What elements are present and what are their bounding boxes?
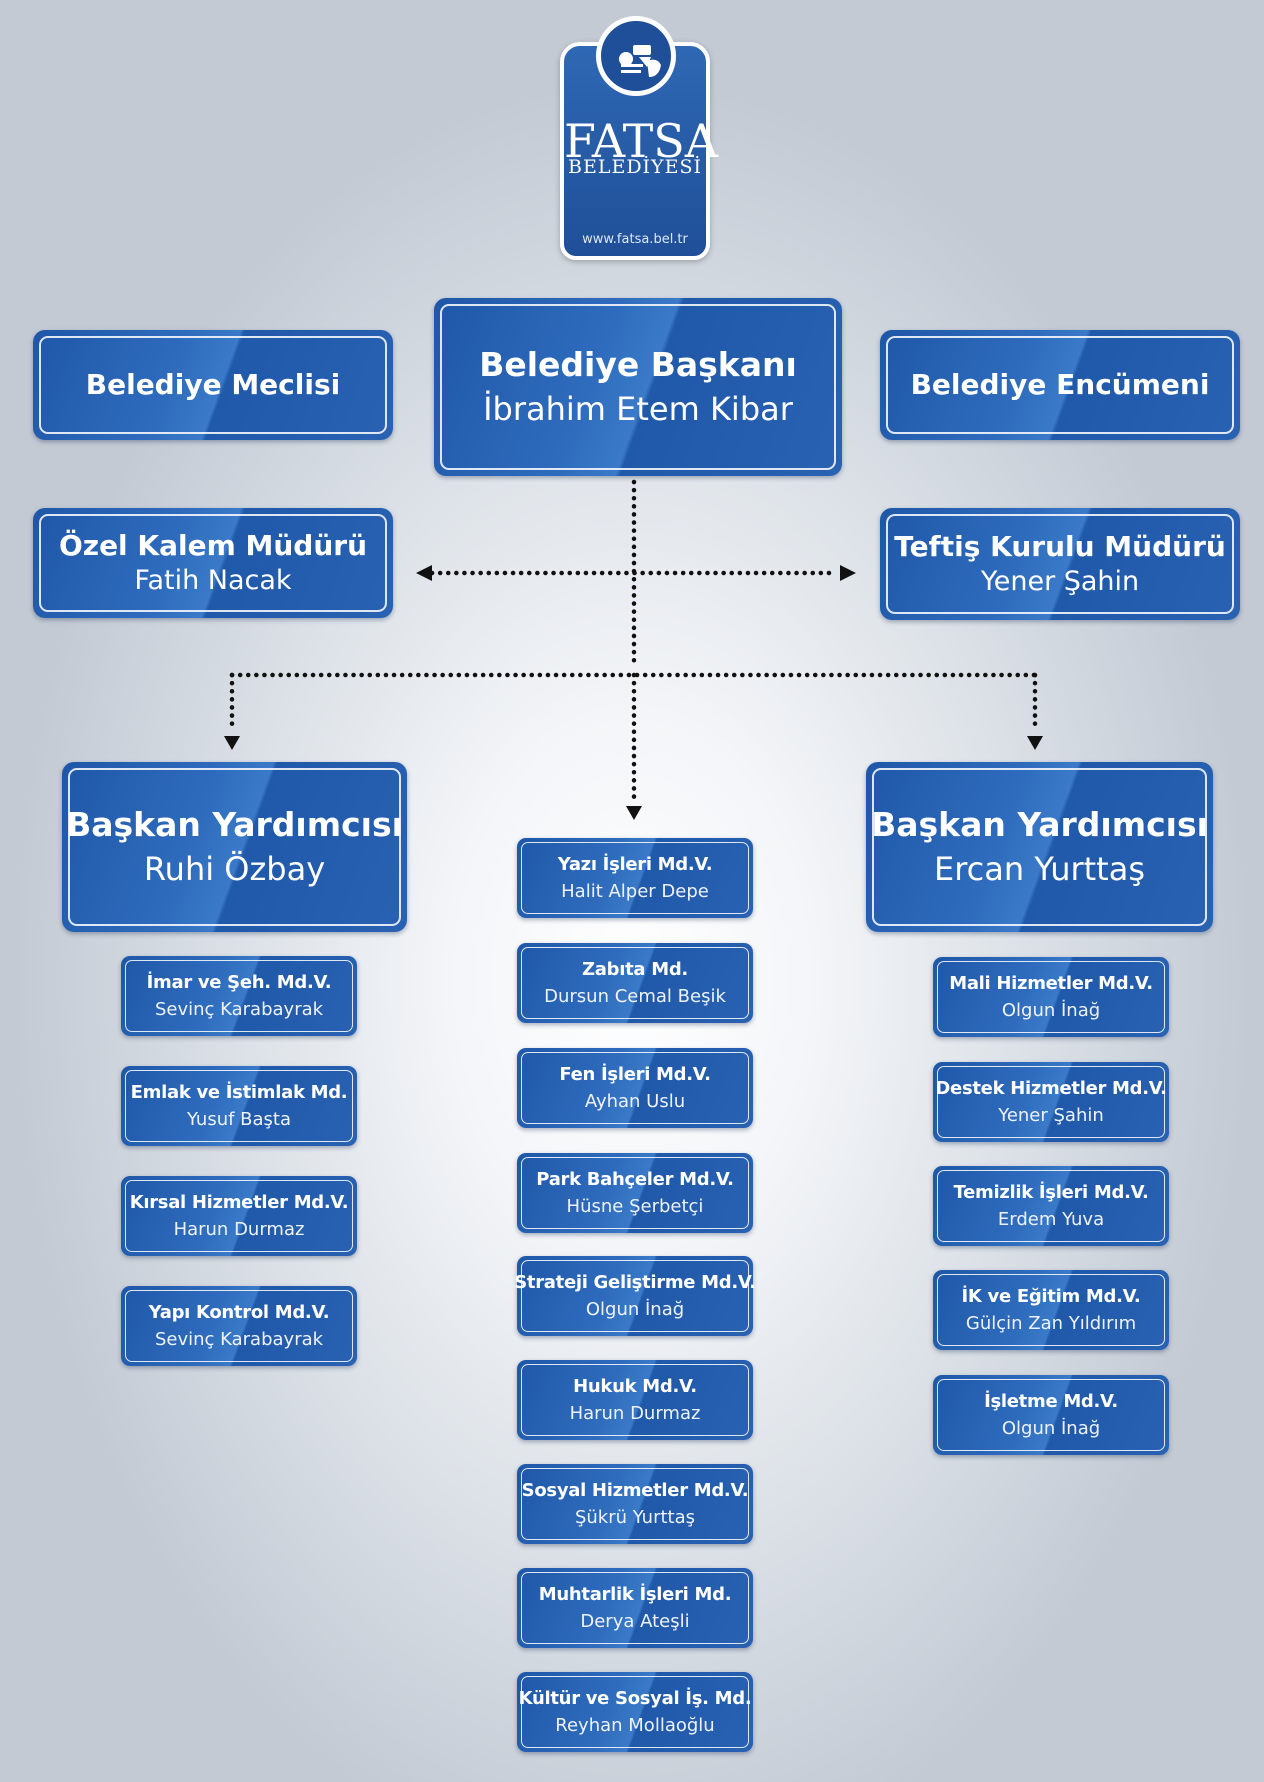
unit-box-center-7: Sosyal Hizmetler Md.V. Şükrü Yurttaş [517,1464,753,1544]
unit-title: İşletme Md.V. [984,1391,1118,1412]
arrow-left-icon [416,565,432,581]
unit-title: Yapı Kontrol Md.V. [148,1302,330,1323]
unit-title: Park Bahçeler Md.V. [536,1169,734,1190]
unit-name: Reyhan Mollaoğlu [555,1715,715,1736]
unit-name: Halit Alper Depe [561,881,709,902]
unit-title: Mali Hizmetler Md.V. [949,973,1153,994]
unit-title: Kırsal Hizmetler Md.V. [129,1192,349,1213]
unit-name: Gülçin Zan Yıldırım [965,1313,1137,1334]
unit-box-center-3: Fen İşleri Md.V. Ayhan Uslu [517,1048,753,1128]
unit-title: Strateji Geliştirme Md.V. [514,1272,756,1293]
unit-name: Olgun İnağ [1001,1418,1101,1439]
deputy-mayor-left-box: Başkan Yardımcısı Ruhi Özbay [62,762,407,932]
fatsa-logo: FATSA BELEDİYESİ www.fatsa.bel.tr [560,16,719,260]
unit-title: Destek Hizmetler Md.V. [935,1078,1167,1099]
unit-box-left-4: Yapı Kontrol Md.V. Sevinç Karabayrak [121,1286,357,1366]
unit-box-right-1: Mali Hizmetler Md.V. Olgun İnağ [933,957,1169,1037]
unit-title: Emlak ve İstimlak Md. [130,1082,348,1103]
unit-name: Olgun İnağ [585,1299,685,1320]
unit-box-center-4: Park Bahçeler Md.V. Hüsne Şerbetçi [517,1153,753,1233]
committee-box: Belediye Encümeni [880,330,1240,440]
unit-box-right-4: İK ve Eğitim Md.V. Gülçin Zan Yıldırım [933,1270,1169,1350]
arrow-down-center-icon [626,806,642,820]
deputy-left-title: Başkan Yardımcısı [66,805,403,844]
unit-title: Fen İşleri Md.V. [559,1064,711,1085]
arrow-down-left-icon [224,736,240,750]
unit-box-center-8: Muhtarlik İşleri Md. Derya Ateşli [517,1568,753,1648]
unit-name: Harun Durmaz [173,1219,305,1240]
deputy-mayor-right-box: Başkan Yardımcısı Ercan Yurttaş [866,762,1213,932]
unit-box-center-5: Strateji Geliştirme Md.V. Olgun İnağ [514,1256,756,1336]
unit-name: Şükrü Yurttaş [574,1507,696,1528]
council-title: Belediye Meclisi [85,368,341,401]
logo-subtitle: BELEDİYESİ [568,156,702,178]
unit-box-right-2: Destek Hizmetler Md.V. Yener Şahin [933,1062,1169,1142]
inspection-board-name: Yener Şahin [980,566,1140,597]
unit-title: Kültür ve Sosyal İş. Md. [518,1688,752,1709]
unit-box-center-6: Hukuk Md.V. Harun Durmaz [517,1360,753,1440]
private-office-title: Özel Kalem Müdürü [58,529,368,562]
unit-name: Ayhan Uslu [584,1091,686,1112]
inspection-board-title: Teftiş Kurulu Müdürü [894,530,1226,563]
deputy-right-title: Başkan Yardımcısı [871,805,1208,844]
logo-name: FATSA [564,114,719,168]
unit-name: Hüsne Şerbetçi [566,1196,704,1217]
private-office-name: Fatih Nacak [134,565,292,596]
unit-title: İmar ve Şeh. Md.V. [146,972,332,993]
private-office-box: Özel Kalem Müdürü Fatih Nacak [33,508,393,618]
unit-name: Sevinç Karabayrak [154,1329,324,1350]
committee-title: Belediye Encümeni [910,368,1210,401]
municipality-emblem-icon [596,16,676,96]
unit-box-left-3: Kırsal Hizmetler Md.V. Harun Durmaz [121,1176,357,1256]
unit-title: İK ve Eğitim Md.V. [961,1286,1141,1307]
unit-box-right-3: Temizlik İşleri Md.V. Erdem Yuva [933,1166,1169,1246]
council-box: Belediye Meclisi [33,330,393,440]
unit-name: Olgun İnağ [1001,1000,1101,1021]
unit-title: Muhtarlik İşleri Md. [538,1584,732,1605]
logo-url: www.fatsa.bel.tr [582,232,688,247]
deputy-left-name: Ruhi Özbay [143,850,326,888]
unit-title: Zabıta Md. [582,959,688,980]
mayor-box: Belediye Başkanı İbrahim Etem Kibar [434,298,842,476]
unit-title: Sosyal Hizmetler Md.V. [521,1480,749,1501]
mayor-title: Belediye Başkanı [479,345,797,384]
unit-box-center-2: Zabıta Md. Dursun Cemal Beşik [517,943,753,1023]
unit-name: Sevinç Karabayrak [154,999,324,1020]
unit-name: Derya Ateşli [580,1611,690,1632]
unit-box-center-1: Yazı İşleri Md.V. Halit Alper Depe [517,838,753,918]
mayor-name: İbrahim Etem Kibar [483,390,793,428]
arrow-right-icon [840,565,856,581]
unit-name: Erdem Yuva [997,1209,1105,1230]
unit-box-right-5: İşletme Md.V. Olgun İnağ [933,1375,1169,1455]
unit-title: Hukuk Md.V. [573,1376,697,1397]
unit-name: Dursun Cemal Beşik [544,986,726,1007]
inspection-board-box: Teftiş Kurulu Müdürü Yener Şahin [880,508,1240,620]
unit-box-left-1: İmar ve Şeh. Md.V. Sevinç Karabayrak [121,956,357,1036]
unit-box-left-2: Emlak ve İstimlak Md. Yusuf Başta [121,1066,357,1146]
unit-name: Yener Şahin [998,1105,1104,1126]
unit-title: Yazı İşleri Md.V. [557,854,713,875]
arrow-down-right-icon [1027,736,1043,750]
deputy-right-name: Ercan Yurttaş [933,850,1145,888]
unit-name: Yusuf Başta [186,1109,292,1130]
unit-box-center-9: Kültür ve Sosyal İş. Md. Reyhan Mollaoğl… [517,1672,753,1752]
unit-title: Temizlik İşleri Md.V. [953,1182,1149,1203]
unit-name: Harun Durmaz [569,1403,701,1424]
